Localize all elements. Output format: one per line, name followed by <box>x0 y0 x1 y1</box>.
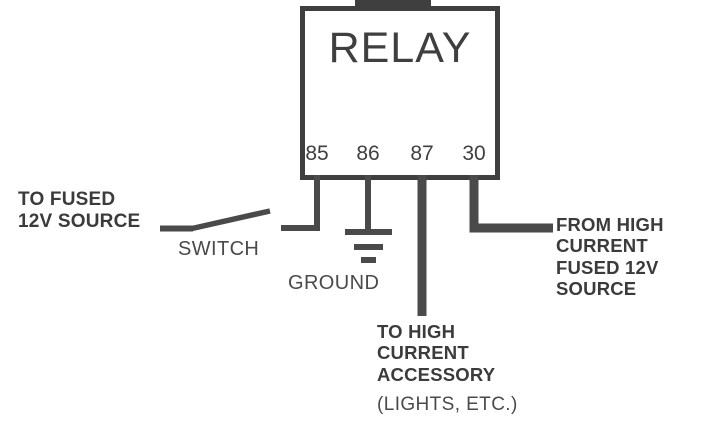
label-from-high-current-fused-12v-source: FROM HIGH CURRENT FUSED 12V SOURCE <box>556 214 664 300</box>
ground-bar-1 <box>345 229 392 235</box>
relay-body-outline <box>300 6 500 180</box>
ground-bar-3 <box>361 257 376 263</box>
ground-bar-2 <box>354 244 383 250</box>
relay-title: RELAY <box>328 24 472 72</box>
pin-number-85: 85 <box>305 142 329 165</box>
label-to-fused-12v-source: TO FUSED 12V SOURCE <box>18 189 141 233</box>
label-switch: SWITCH <box>178 238 260 260</box>
label-ground: GROUND <box>288 272 380 294</box>
label-to-high-current-accessory: TO HIGH CURRENT ACCESSORY <box>377 321 496 385</box>
wire-pin-30-to-supply <box>469 175 553 233</box>
pin-number-86: 86 <box>356 142 380 165</box>
switch-blade <box>191 208 271 232</box>
relay-mounting-tab <box>355 0 431 9</box>
pin-number-30: 30 <box>462 142 486 165</box>
label-lights-etc: (LIGHTS, ETC.) <box>377 394 518 415</box>
pin-number-87: 87 <box>410 142 434 165</box>
